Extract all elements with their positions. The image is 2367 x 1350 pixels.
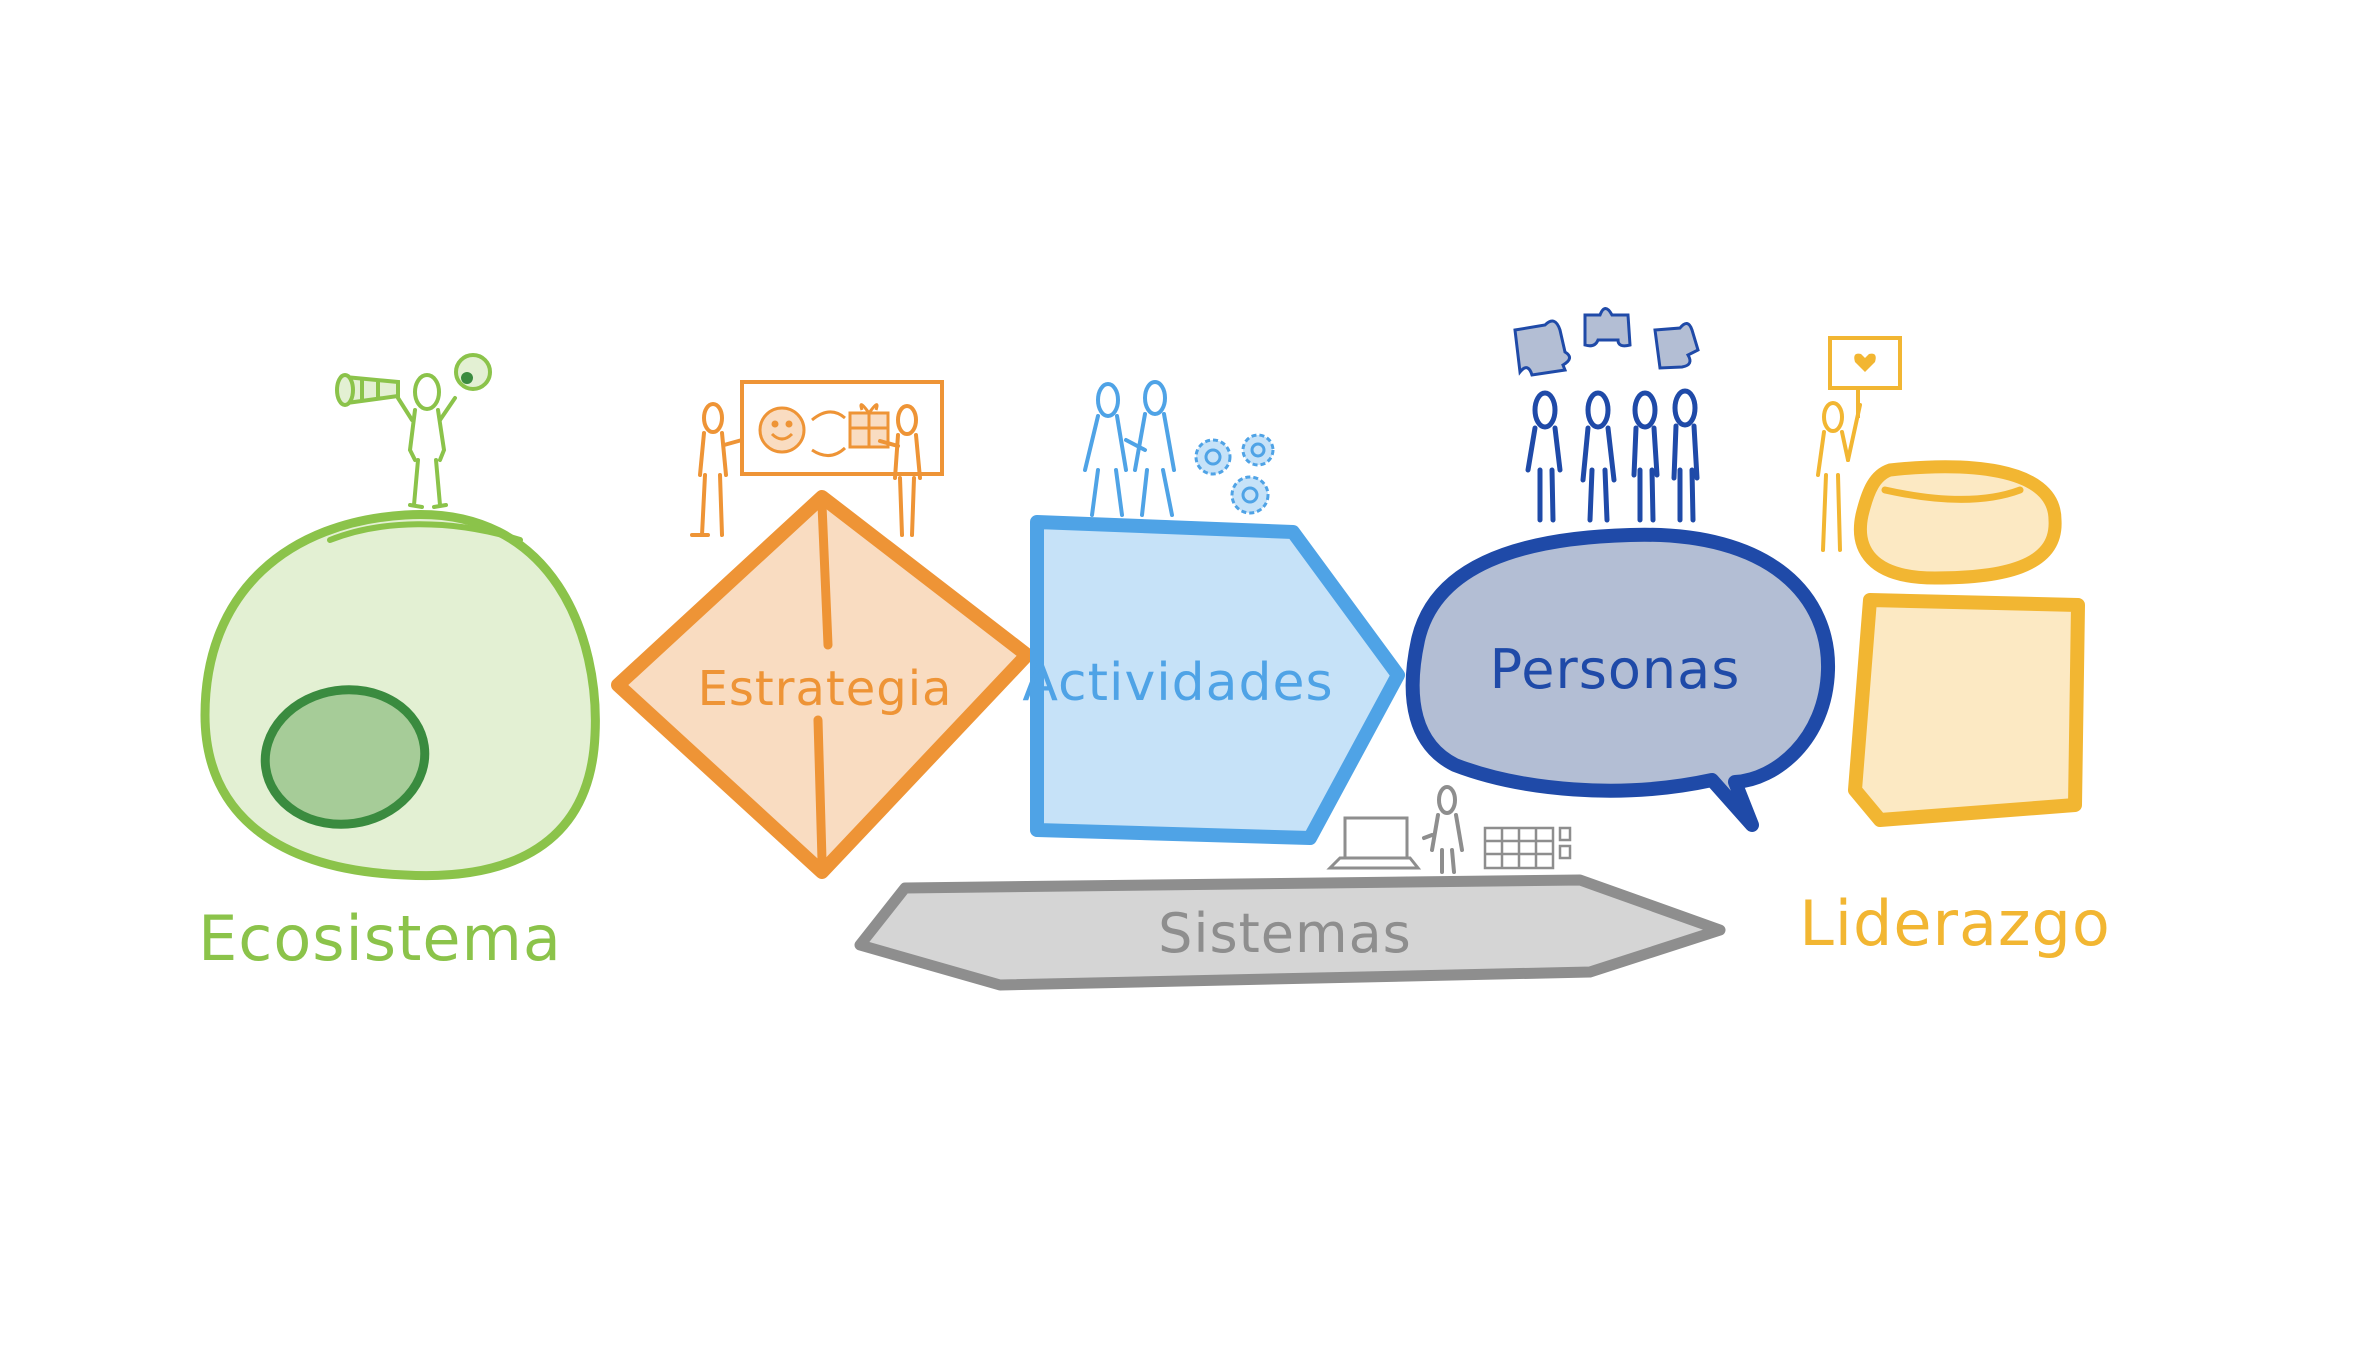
- person-icon: [1083, 382, 1147, 517]
- puzzle-icon: [1513, 307, 1700, 377]
- gears-icon: [1194, 433, 1275, 515]
- estrategia-diamond: [611, 490, 1034, 879]
- person-icon: [878, 404, 922, 537]
- planet-icon: [454, 353, 492, 391]
- actividades-arrow-shape: [1030, 515, 1405, 845]
- personas-speech-bubble: [1405, 527, 1836, 832]
- smiley-icon: [758, 406, 806, 454]
- person-icon: [1580, 390, 1617, 523]
- heart-sign-icon: [1828, 336, 1902, 418]
- person-icon: [1631, 390, 1660, 523]
- sistemas-label: Sistemas: [1158, 902, 1412, 965]
- liderazgo-group: Liderazgo: [1799, 336, 2111, 960]
- telescope-icon: [335, 373, 400, 407]
- ecosistema-label: Ecosistema: [198, 902, 562, 975]
- estrategia-label: Estrategia: [698, 661, 953, 717]
- estrategia-group: Estrategia: [611, 380, 1034, 879]
- person-icon: [1133, 380, 1176, 517]
- person-icon: [1671, 388, 1700, 523]
- liderazgo-head-shape: [1853, 460, 2062, 585]
- person-icon: [690, 402, 744, 537]
- personas-label: Personas: [1490, 638, 1741, 701]
- laptop-icon: [1326, 816, 1422, 870]
- sistemas-group: Sistemas: [854, 785, 1726, 991]
- ecosistema-core: [260, 685, 430, 829]
- person-icon: [1525, 390, 1563, 523]
- keyboard-icon: [1483, 826, 1572, 870]
- person-icon: [396, 373, 457, 509]
- person-icon: [1816, 401, 1862, 552]
- actividades-label: Actividades: [1022, 653, 1333, 713]
- liderazgo-label: Liderazgo: [1799, 887, 2111, 960]
- ecosistema-globe: [200, 510, 600, 881]
- person-icon: [1422, 785, 1464, 874]
- sistemas-arrow-shape: [854, 874, 1726, 991]
- ecosistema-group: Ecosistema: [198, 353, 600, 975]
- actividades-group: Actividades: [1022, 380, 1405, 845]
- gift-icon: [848, 403, 890, 449]
- liderazgo-body-shape: [1848, 593, 2085, 827]
- personas-group: Personas: [1405, 307, 1836, 832]
